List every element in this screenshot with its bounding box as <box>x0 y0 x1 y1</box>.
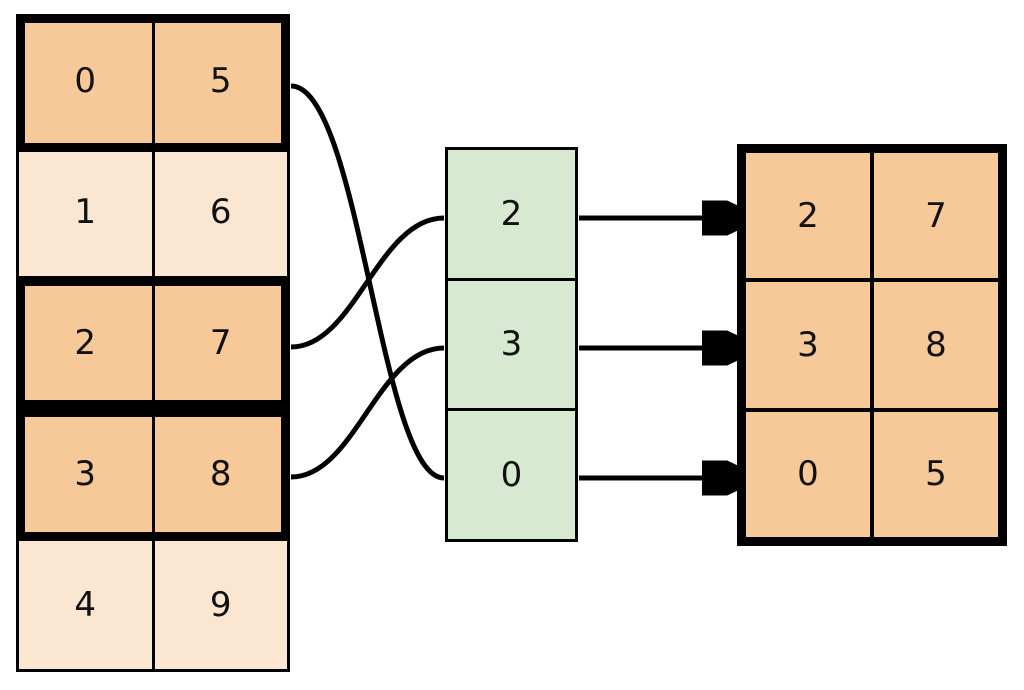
result-table: 2 7 3 8 0 5 <box>737 144 1007 546</box>
index-cell-2: 0 <box>448 411 575 539</box>
source-cell-r4c1: 9 <box>154 541 287 669</box>
source-cell-r2c0: 2 <box>19 279 152 407</box>
index-cell-1: 3 <box>448 280 575 409</box>
source-cell-r2c1: 7 <box>154 279 287 407</box>
source-cell-r3c0: 3 <box>19 410 152 538</box>
source-cell-r0c0: 0 <box>19 17 152 145</box>
result-cell-r2c1: 5 <box>874 411 998 537</box>
curve-row2-to-index0 <box>290 215 445 350</box>
index-cell-0: 2 <box>448 150 575 278</box>
source-cell-r3c1: 8 <box>154 410 287 538</box>
source-cell-r1c1: 6 <box>154 148 287 276</box>
source-table: 0 5 1 6 2 7 3 8 4 9 <box>16 14 290 672</box>
result-cell-r1c1: 8 <box>874 282 998 408</box>
result-cell-r2c0: 0 <box>746 411 870 537</box>
result-cell-r0c1: 7 <box>874 153 998 279</box>
result-cell-r1c0: 3 <box>746 282 870 408</box>
source-cell-r4c0: 4 <box>19 541 152 669</box>
result-cell-r0c0: 2 <box>746 153 870 279</box>
curve-row3-to-index1 <box>290 345 445 480</box>
source-cell-r0c1: 5 <box>154 17 287 145</box>
curve-row0-to-index2 <box>290 83 445 481</box>
index-vector: 2 3 0 <box>445 147 578 542</box>
source-cell-r1c0: 1 <box>19 148 152 276</box>
